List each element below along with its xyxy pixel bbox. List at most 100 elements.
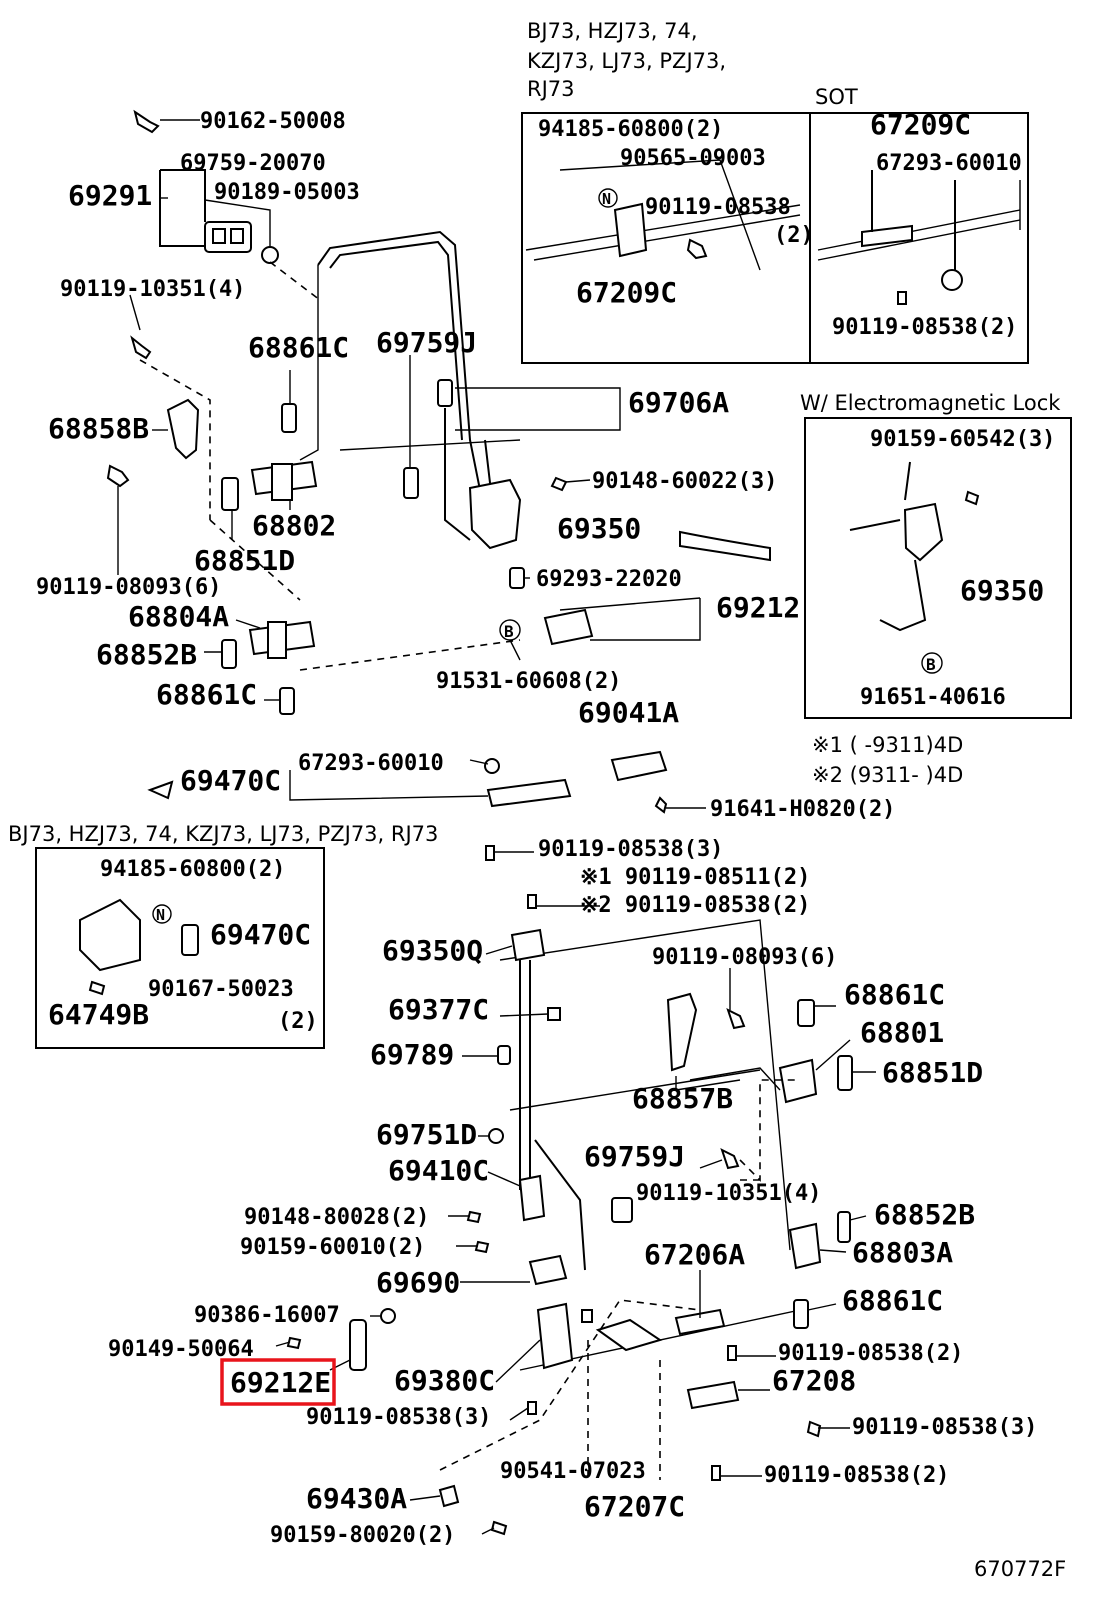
label-67206A: 67206A — [644, 1238, 745, 1271]
bolt-90119-08538-3b — [527, 1401, 537, 1415]
svg-text:B: B — [504, 622, 514, 641]
label-90148-60022: 90148-60022(3) — [592, 469, 777, 494]
label-90565-09003: 90565-09003 — [620, 146, 766, 171]
label-69470C-b: 69470C — [210, 918, 311, 951]
label-91641-H0820: 91641-H0820(2) — [710, 797, 895, 822]
inset-model-line-3: RJ73 — [527, 77, 575, 101]
spacer-68852B-lower — [837, 1211, 851, 1243]
label-90189-05003: 90189-05003 — [214, 180, 360, 205]
hinge-68801 — [778, 1058, 818, 1104]
label-69293-22020: 69293-22020 — [536, 567, 682, 592]
hinge-68803A — [788, 1222, 822, 1270]
parts-artwork: B N B N — [79, 109, 980, 1536]
label-90148-80028: 90148-80028(2) — [244, 1205, 429, 1230]
bolt-inset-right — [897, 291, 907, 305]
label-67208: 67208 — [772, 1364, 856, 1397]
label-68861C-c: 68861C — [844, 978, 945, 1011]
label-90119-08538-3b: 90119-08538(3) — [306, 1405, 491, 1430]
lever-69690 — [528, 1254, 568, 1286]
screw-90159-80020 — [490, 1520, 508, 1536]
label-90541-07023: 90541-07023 — [500, 1459, 646, 1484]
label-69690: 69690 — [376, 1266, 460, 1299]
bracket-67208 — [686, 1380, 740, 1410]
label-69350Q: 69350Q — [382, 934, 483, 967]
label-90167-50023-qty: (2) — [278, 1009, 318, 1034]
label-90119-08511: ※1 90119-08511(2) — [580, 865, 810, 890]
label-90119-10351-upper: 90119-10351(4) — [60, 277, 245, 302]
inset-model-line-2: KZJ73, LJ73, PZJ73, — [527, 49, 726, 73]
label-68852B-b: 68852B — [874, 1198, 975, 1231]
inset-bottom-models: BJ73, HZJ73, 74, KZJ73, LJ73, PZJ73, RJ7… — [8, 822, 438, 846]
handle-69212E — [349, 1319, 367, 1371]
label-69410C: 69410C — [388, 1154, 489, 1187]
label-68802: 68802 — [252, 509, 336, 542]
label-67207C: 67207C — [584, 1490, 685, 1523]
rod-upper — [444, 408, 471, 541]
label-90159-60010: 90159-60010(2) — [240, 1235, 425, 1260]
label-67209C-b: 67209C — [870, 108, 971, 141]
bolt-90119-10351-upper — [130, 335, 152, 360]
label-90119-08538-3a: 90119-08538(3) — [538, 837, 723, 862]
highlight-box-69212E — [220, 1358, 336, 1406]
bracket-69291-slot-a — [212, 228, 226, 244]
label-68852B-a: 68852B — [96, 638, 197, 671]
inset-variant-label: SOT — [815, 85, 858, 109]
label-69041A: 69041A — [578, 696, 679, 729]
rod-guide-69759J — [403, 467, 419, 499]
label-90119-08093-lower: 90119-08093(6) — [652, 945, 837, 970]
label-67293-60010-mid: 67293-60010 — [298, 751, 444, 776]
arrow-69470C — [147, 780, 174, 800]
screw-90159-60542 — [964, 490, 980, 506]
label-90119-08538-inset-right: 90119-08538(2) — [832, 315, 1017, 340]
handle-69212 — [543, 608, 594, 646]
lever-69410C — [518, 1174, 546, 1222]
label-90167-50023: 90167-50023 — [148, 977, 294, 1002]
lock-69350 — [468, 478, 522, 550]
clip-69751D — [488, 1128, 504, 1144]
label-91651-40616: 91651-40616 — [860, 685, 1006, 710]
label-67209C-a: 67209C — [576, 276, 677, 309]
bracket-67209C-right — [861, 224, 913, 248]
label-90386-16007: 90386-16007 — [194, 1303, 340, 1328]
bolt-90119-08093-upper — [106, 464, 130, 488]
bolt-lower-top — [527, 894, 537, 909]
clip-90189 — [261, 246, 279, 264]
screw-90149 — [286, 1336, 302, 1350]
hinge-68802-pin — [271, 463, 293, 501]
bracket-69291-slot-b — [230, 228, 244, 244]
label-68804A: 68804A — [128, 600, 229, 633]
label-69789: 69789 — [370, 1038, 454, 1071]
cap-68861C-d — [793, 1299, 809, 1329]
door-frame — [299, 159, 1021, 1371]
arrow-to-inset — [679, 530, 771, 562]
clip-69789 — [497, 1045, 511, 1065]
note-2: ※2 (9311- )4D — [812, 763, 963, 787]
svg-text:B: B — [926, 655, 936, 674]
bolt-90119-08538-3a — [485, 845, 495, 861]
inset-bottom-left: BJ73, HZJ73, 74, KZJ73, LJ73, PZJ73, RJ7… — [8, 822, 438, 1049]
svg-text:N: N — [602, 190, 611, 208]
grommet-67293-mid — [484, 758, 500, 774]
clip-90541 — [581, 1309, 593, 1323]
bracket-67207C — [595, 1318, 663, 1352]
label-90119-08538-2c: 90119-08538(2) — [778, 1341, 963, 1366]
screw-90148-80028 — [466, 1210, 482, 1224]
clip-69470C-inset — [181, 924, 199, 956]
label-68861C-d: 68861C — [842, 1284, 943, 1317]
clip-69377C — [547, 1007, 561, 1021]
hinge-68858B — [166, 398, 200, 460]
bolt-90119-08538-3c — [806, 1420, 822, 1438]
screw-90159-60010 — [474, 1240, 490, 1254]
grommet-90386 — [380, 1308, 396, 1324]
label-64749B: 64749B — [48, 998, 149, 1031]
screw-90162 — [133, 109, 160, 134]
label-68851D-a: 68851D — [194, 544, 295, 577]
lock-69350-electromagnetic — [903, 502, 944, 562]
label-94185-60800-a: 94185-60800(2) — [538, 117, 723, 142]
marker-n-top — [598, 188, 618, 208]
label-91531-60608: 91531-60608(2) — [436, 669, 621, 694]
bracket-67209C-left — [613, 202, 648, 258]
label-69470C-a: 69470C — [180, 764, 281, 797]
cover-69041A — [610, 750, 668, 782]
